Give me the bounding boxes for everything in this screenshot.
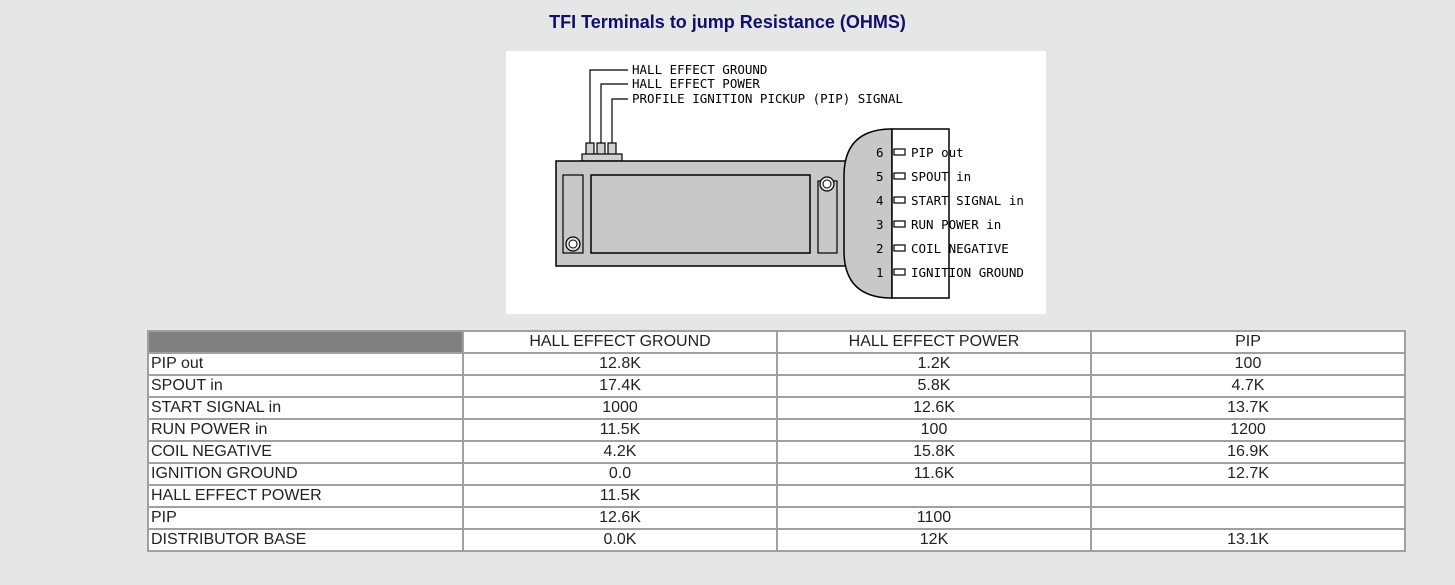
pin-number: 2 xyxy=(876,241,884,256)
pin-label: START SIGNAL in xyxy=(911,193,1024,208)
table-cell: 13.1K xyxy=(1090,528,1406,552)
table-row: RUN POWER in 11.5K 100 1200 xyxy=(147,418,1406,442)
table-cell: 12.6K xyxy=(462,506,778,530)
table-cell: 100 xyxy=(1090,352,1406,376)
table-cell: 1.2K xyxy=(776,352,1092,376)
row-label: SPOUT in xyxy=(147,374,464,398)
diagram-label-hall-power: HALL EFFECT POWER xyxy=(632,76,760,91)
row-label: RUN POWER in xyxy=(147,418,464,442)
table-cell: 0.0 xyxy=(462,462,778,486)
table-row: COIL NEGATIVE 4.2K 15.8K 16.9K xyxy=(147,440,1406,464)
row-label: PIP out xyxy=(147,352,464,376)
pin-number: 6 xyxy=(876,145,884,160)
table-cell: 0.0K xyxy=(462,528,778,552)
table-row: DISTRIBUTOR BASE 0.0K 12K 13.1K xyxy=(147,528,1406,552)
tfi-module-diagram: HALL EFFECT GROUND HALL EFFECT POWER PRO… xyxy=(506,51,1046,314)
table-cell: 16.9K xyxy=(1090,440,1406,464)
pin-label: PIP out xyxy=(911,145,964,160)
column-header-hall-ground: HALL EFFECT GROUND xyxy=(462,330,778,354)
table-cell: 12.7K xyxy=(1090,462,1406,486)
table-row: PIP out 12.8K 1.2K 100 xyxy=(147,352,1406,376)
table-cell: 12.8K xyxy=(462,352,778,376)
row-label: START SIGNAL in xyxy=(147,396,464,420)
page-title: TFI Terminals to jump Resistance (OHMS) xyxy=(549,12,906,32)
column-header-hall-power: HALL EFFECT POWER xyxy=(776,330,1092,354)
row-label: IGNITION GROUND xyxy=(147,462,464,486)
row-label: HALL EFFECT POWER xyxy=(147,484,464,508)
pin-number: 3 xyxy=(876,217,884,232)
table-cell: 5.8K xyxy=(776,374,1092,398)
row-label: COIL NEGATIVE xyxy=(147,440,464,464)
table-cell: 1100 xyxy=(776,506,1092,530)
pin-label: IGNITION GROUND xyxy=(911,265,1024,280)
pin-number: 1 xyxy=(876,265,884,280)
table-row: START SIGNAL in 1000 12.6K 13.7K xyxy=(147,396,1406,420)
table-cell: 13.7K xyxy=(1090,396,1406,420)
table-cell xyxy=(1090,506,1406,530)
table-cell: 17.4K xyxy=(462,374,778,398)
table-row: HALL EFFECT POWER 11.5K xyxy=(147,484,1406,508)
table-cell: 1000 xyxy=(462,396,778,420)
diagram-label-hall-ground: HALL EFFECT GROUND xyxy=(632,62,767,77)
table-cell: 12.6K xyxy=(776,396,1092,420)
diagram-label-pip-signal: PROFILE IGNITION PICKUP (PIP) SIGNAL xyxy=(632,91,903,106)
pin-number: 4 xyxy=(876,193,884,208)
table-cell: 1200 xyxy=(1090,418,1406,442)
table-cell: 4.7K xyxy=(1090,374,1406,398)
column-header-pip: PIP xyxy=(1090,330,1406,354)
table-cell: 15.8K xyxy=(776,440,1092,464)
pin-label: RUN POWER in xyxy=(911,217,1001,232)
table-row: PIP 12.6K 1100 xyxy=(147,506,1406,530)
table-row: IGNITION GROUND 0.0 11.6K 12.7K xyxy=(147,462,1406,486)
table-cell: 11.6K xyxy=(776,462,1092,486)
table-header-corner xyxy=(147,330,464,354)
table-cell: 11.5K xyxy=(462,484,778,508)
table-cell xyxy=(776,484,1092,508)
table-cell xyxy=(1090,484,1406,508)
table-cell: 100 xyxy=(776,418,1092,442)
pin-number: 5 xyxy=(876,169,884,184)
table-header-row: HALL EFFECT GROUND HALL EFFECT POWER PIP xyxy=(147,330,1406,354)
table-cell: 4.2K xyxy=(462,440,778,464)
table-cell: 12K xyxy=(776,528,1092,552)
row-label: PIP xyxy=(147,506,464,530)
table-cell: 11.5K xyxy=(462,418,778,442)
pin-label: SPOUT in xyxy=(911,169,971,184)
row-label: DISTRIBUTOR BASE xyxy=(147,528,464,552)
table-row: SPOUT in 17.4K 5.8K 4.7K xyxy=(147,374,1406,398)
pin-label: COIL NEGATIVE xyxy=(911,241,1009,256)
resistance-table: HALL EFFECT GROUND HALL EFFECT POWER PIP… xyxy=(147,330,1406,552)
